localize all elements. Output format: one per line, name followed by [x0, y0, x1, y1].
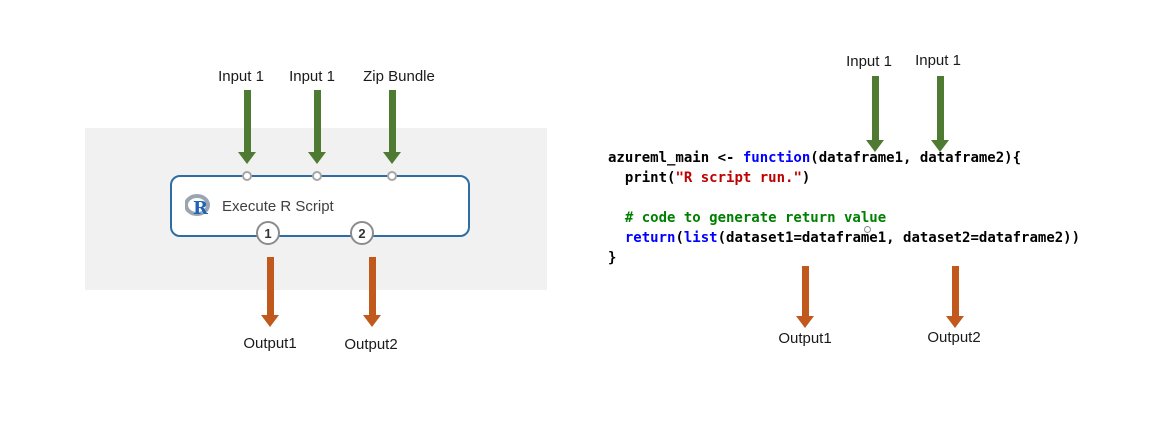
arrow-shaft: [801, 266, 809, 316]
execute-r-script-module[interactable]: R Execute R Script: [170, 175, 470, 237]
arrow-shaft: [313, 90, 321, 152]
input-label: Input 1: [915, 52, 961, 69]
input-port[interactable]: [242, 171, 252, 181]
arrow-head: [261, 315, 279, 327]
arrow-shaft: [243, 90, 251, 152]
input-label: Input 1: [846, 53, 892, 70]
output-label: Output2: [344, 336, 398, 353]
input-label: Input 1: [218, 68, 264, 85]
code-segment-keyword: list: [683, 230, 718, 246]
output-port-2[interactable]: 2: [350, 221, 374, 245]
arrow-head: [363, 315, 381, 327]
r-code-block: azureml_main <- function(dataframe1, dat…: [608, 148, 1080, 268]
input-port[interactable]: [312, 171, 322, 181]
code-line: # code to generate return value: [608, 208, 1080, 228]
arrow-head: [866, 140, 884, 152]
arrow-shaft: [266, 257, 274, 315]
r-logo-letter: R: [193, 198, 209, 219]
output-label: Output1: [243, 335, 297, 352]
arrow-head: [946, 316, 964, 328]
code-line: print("R script run."): [608, 168, 1080, 188]
code-segment-plain: (dataframe1, dataframe2){: [810, 150, 1022, 166]
code-line: azureml_main <- function(dataframe1, dat…: [608, 148, 1080, 168]
arrow-head: [383, 152, 401, 164]
code-segment-keyword: return: [624, 230, 676, 246]
code-line: }: [608, 248, 1080, 268]
arrow-shaft: [871, 76, 879, 140]
code-segment-plain: (dataset1=dataframe1, dataset2=dataframe…: [717, 230, 1081, 246]
arrow-head: [238, 152, 256, 164]
output-arrow-icon: [261, 257, 279, 327]
output-arrow-icon: [363, 257, 381, 327]
input-label: Zip Bundle: [363, 68, 435, 85]
output-arrow-icon: [796, 266, 814, 328]
arrow-head: [931, 140, 949, 152]
cursor-artifact: [864, 226, 871, 233]
arrow-head: [308, 152, 326, 164]
code-segment-comment: # code to generate return value: [608, 210, 887, 226]
arrow-head: [796, 316, 814, 328]
module-title: Execute R Script: [222, 197, 334, 215]
code-segment-plain: }: [608, 250, 617, 266]
arrow-shaft: [368, 257, 376, 315]
arrow-shaft: [388, 90, 396, 152]
code-segment-plain: print(: [608, 170, 676, 186]
r-logo-icon: R: [185, 193, 213, 219]
output-label: Output1: [778, 330, 832, 347]
input-arrow-icon: [383, 90, 401, 164]
output-arrow-icon: [946, 266, 964, 328]
code-segment-string: "R script run.": [675, 170, 802, 186]
input-port[interactable]: [387, 171, 397, 181]
code-segment-plain: azureml_main <-: [608, 150, 743, 166]
input-label: Input 1: [289, 68, 335, 85]
code-segment-keyword: function: [742, 150, 811, 166]
code-line: [608, 188, 1080, 208]
arrow-shaft: [936, 76, 944, 140]
input-arrow-icon: [308, 90, 326, 164]
input-arrow-icon: [931, 76, 949, 152]
code-segment-plain: (: [675, 230, 684, 246]
code-segment-plain: [608, 230, 625, 246]
input-arrow-icon: [866, 76, 884, 152]
code-line: return(list(dataset1=dataframe1, dataset…: [608, 228, 1080, 248]
arrow-shaft: [951, 266, 959, 316]
input-arrow-icon: [238, 90, 256, 164]
output-port-1[interactable]: 1: [256, 221, 280, 245]
code-segment-plain: ): [801, 170, 811, 186]
output-label: Output2: [927, 329, 981, 346]
